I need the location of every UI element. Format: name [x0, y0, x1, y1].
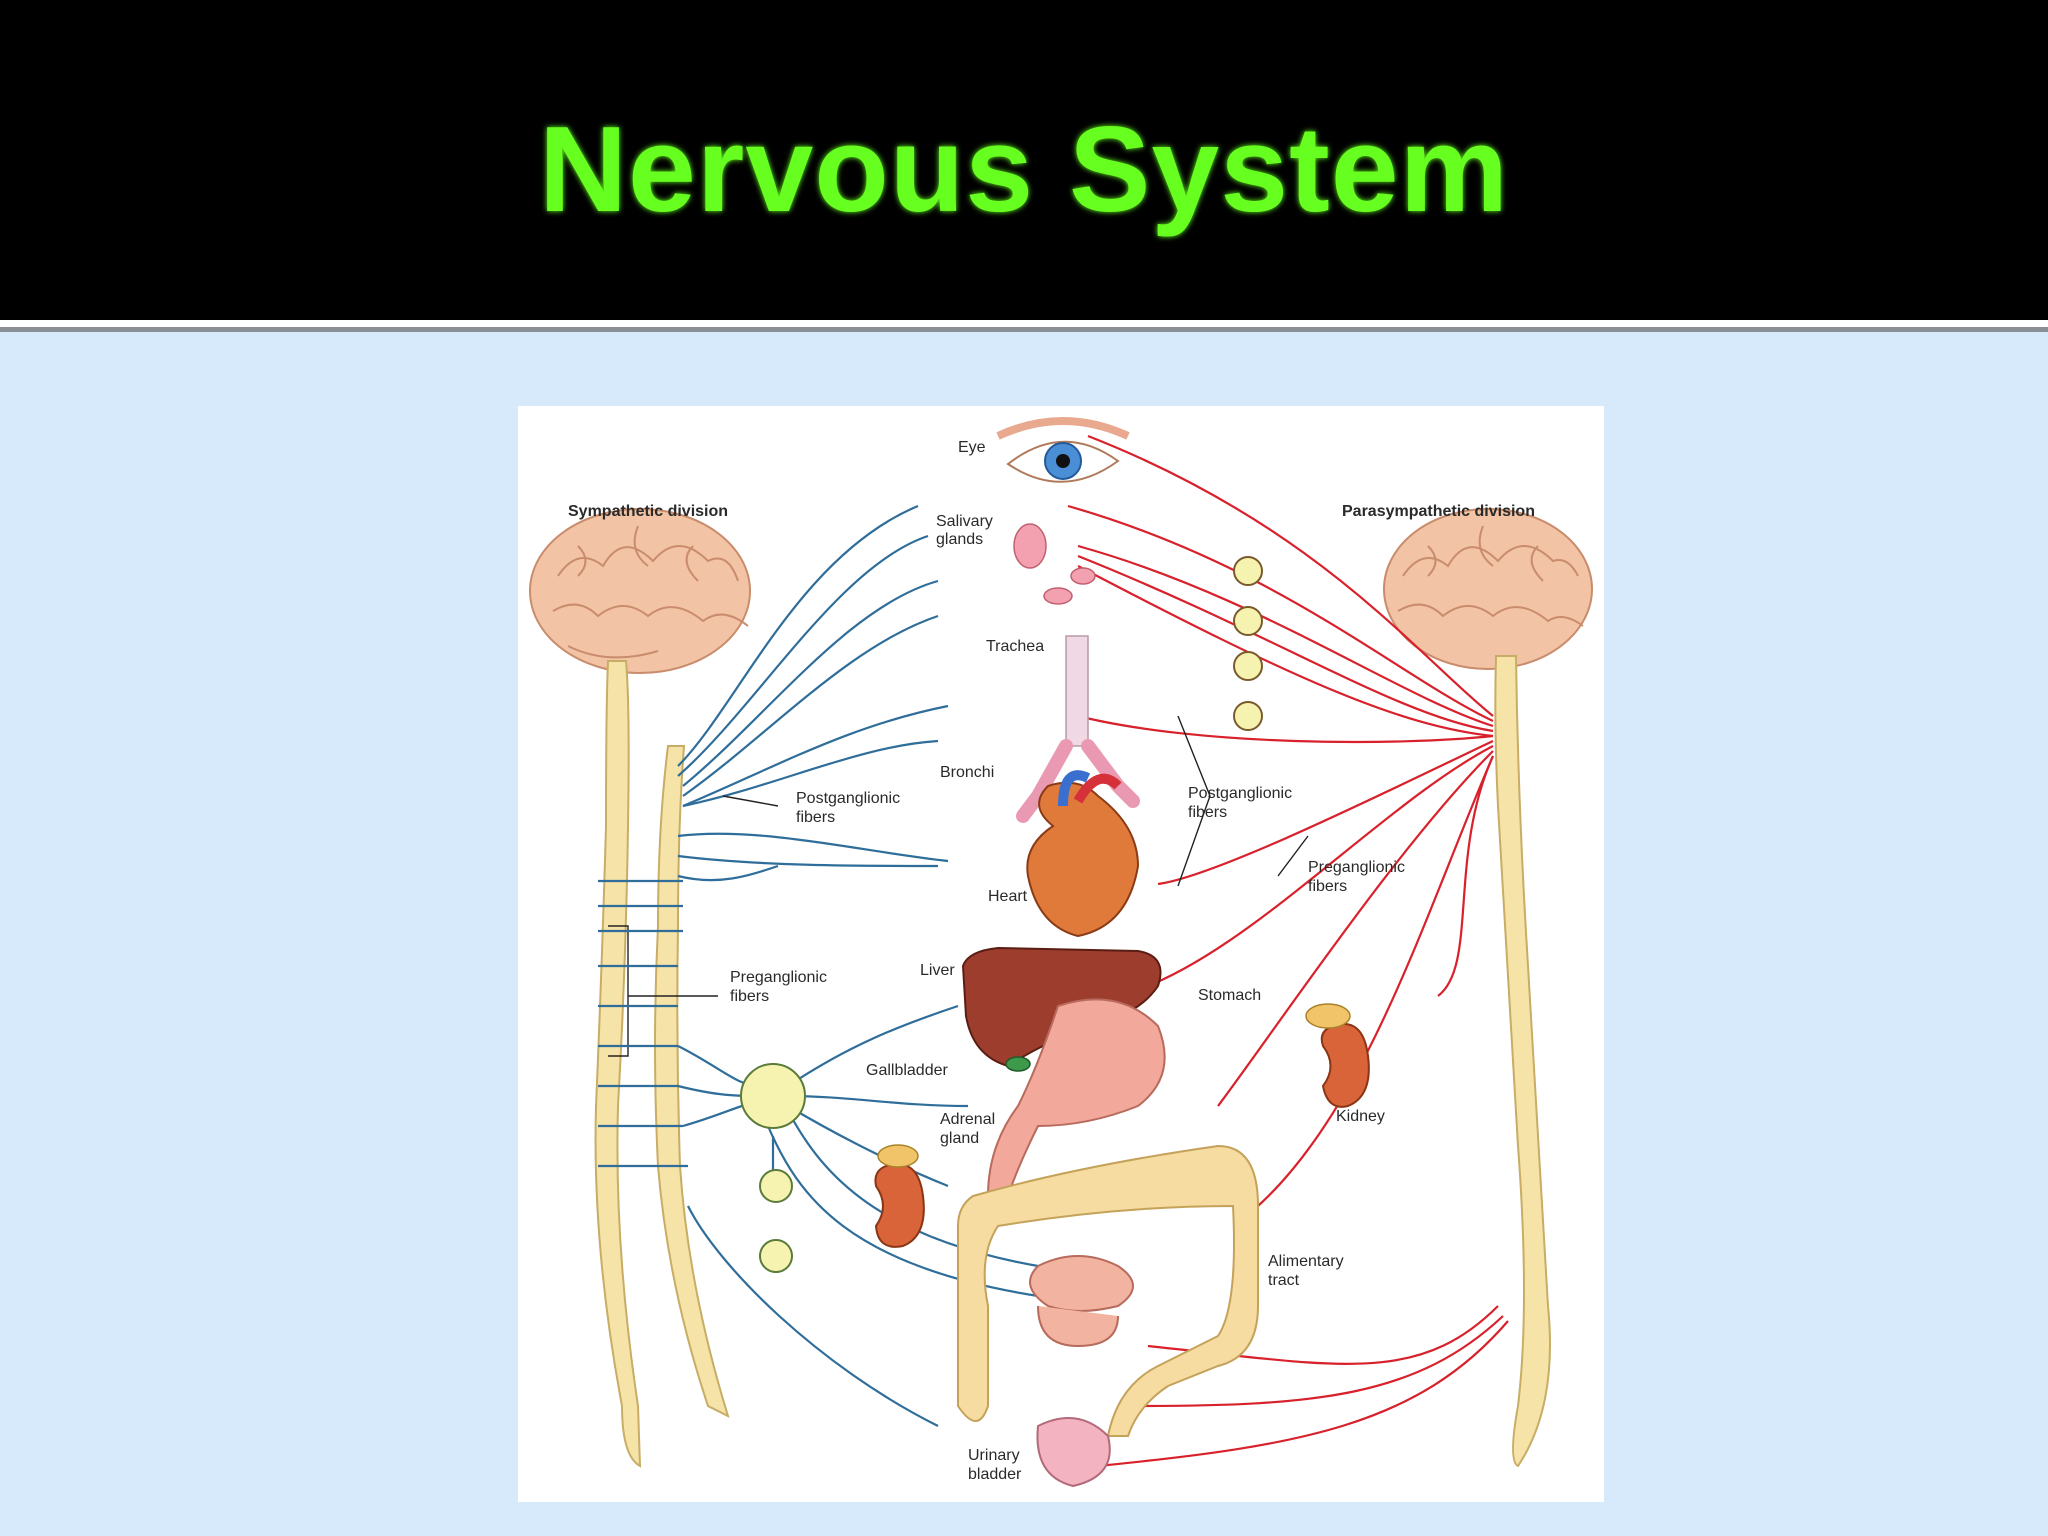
eye-organ	[998, 421, 1128, 482]
label-alimentary-line1: Alimentary	[1268, 1253, 1344, 1270]
label-parasympathetic-division: Parasympathetic division	[1342, 503, 1535, 520]
label-salivary-line2: glands	[936, 531, 983, 548]
label-bladder-line1: Urinary	[968, 1447, 1020, 1464]
celiac-ganglion	[741, 1064, 805, 1128]
label-stomach: Stomach	[1198, 987, 1261, 1004]
label-sympathetic-division: Sympathetic division	[568, 503, 728, 520]
label-preganglionic-left-line1: Preganglionic	[730, 969, 827, 986]
title-bar: Nervous System	[0, 0, 2048, 320]
label-gallbladder: Gallbladder	[866, 1062, 949, 1079]
label-preganglionic-left-line2: fibers	[730, 988, 769, 1005]
slide-title: Nervous System	[0, 108, 2048, 230]
mesenteric-ganglion-inferior	[760, 1240, 792, 1272]
label-preganglionic-right-line1: Preganglionic	[1308, 859, 1405, 876]
adrenal-kidney-organ-left	[875, 1145, 923, 1247]
label-postganglionic-right-line1: Postganglionic	[1188, 785, 1292, 802]
label-postganglionic-right-line2: fibers	[1188, 804, 1227, 821]
mesenteric-ganglion-superior	[760, 1170, 792, 1202]
right-spinal-cord	[1495, 656, 1550, 1466]
label-postganglionic-left-line2: fibers	[796, 809, 835, 826]
intestines-organ	[958, 1146, 1258, 1436]
nervous-system-diagram: Sympathetic division Parasympathetic div…	[518, 406, 1604, 1502]
left-spinal-cord	[596, 661, 640, 1466]
heart-organ	[1027, 775, 1138, 936]
label-liver: Liver	[920, 962, 955, 979]
label-adrenal-line1: Adrenal	[940, 1111, 995, 1128]
label-trachea: Trachea	[986, 638, 1044, 655]
label-kidney: Kidney	[1336, 1108, 1385, 1125]
label-bronchi: Bronchi	[940, 764, 994, 781]
label-preganglionic-right-line2: fibers	[1308, 878, 1347, 895]
label-heart: Heart	[988, 888, 1028, 905]
header-divider-shadow	[0, 327, 2048, 332]
header-divider	[0, 320, 2048, 327]
label-adrenal-line2: gland	[940, 1130, 979, 1147]
label-bladder-line2: bladder	[968, 1466, 1022, 1483]
label-postganglionic-left-line1: Postganglionic	[796, 790, 900, 807]
sympathetic-chain	[655, 746, 728, 1416]
urinary-bladder-organ	[1037, 1418, 1109, 1486]
label-alimentary-line2: tract	[1268, 1272, 1300, 1289]
kidney-organ-right	[1306, 1004, 1369, 1107]
salivary-glands-organ	[1014, 524, 1095, 604]
diagram-illustration: Sympathetic division Parasympathetic div…	[518, 406, 1604, 1502]
label-salivary-line1: Salivary	[936, 513, 993, 530]
left-brain	[530, 509, 750, 673]
label-eye: Eye	[958, 439, 986, 456]
